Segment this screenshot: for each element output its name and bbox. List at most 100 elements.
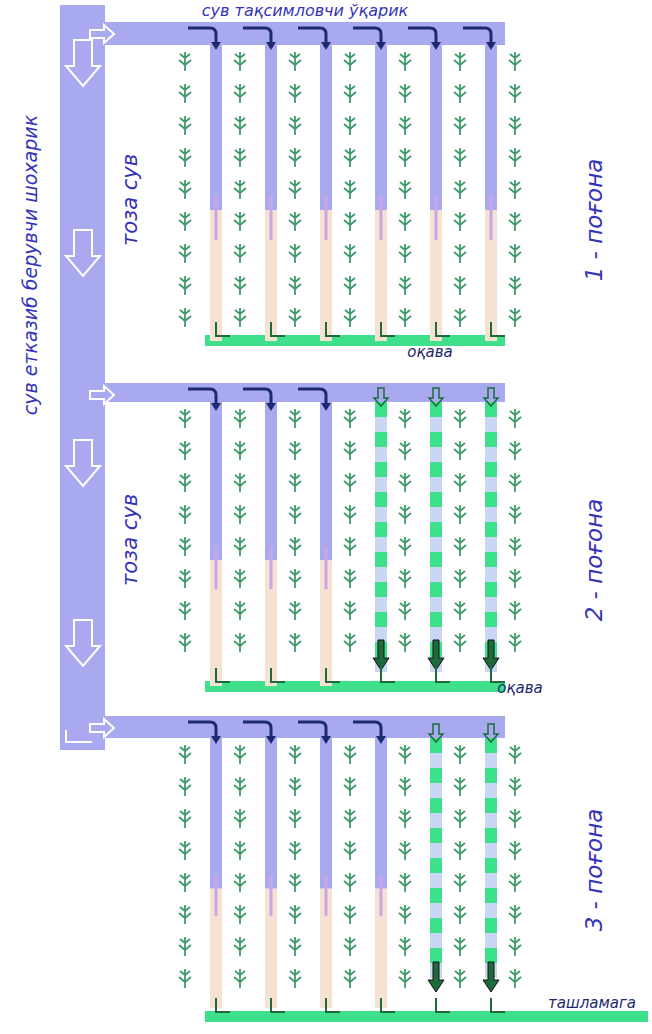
plant (289, 809, 301, 828)
flow-arrow (66, 620, 100, 666)
furrow-drainwater (485, 552, 497, 567)
plant (234, 276, 246, 295)
furrow-drainwater (375, 417, 387, 432)
plant (509, 180, 521, 199)
furrow-clean (210, 738, 222, 889)
furrow-drainwater (430, 738, 442, 753)
plant (234, 777, 246, 796)
furrow-drainwater (485, 888, 497, 903)
furrow-drainwater (430, 798, 442, 813)
furrow-drainwater (430, 477, 442, 492)
furrow-clean (485, 45, 497, 210)
furrow-clean (210, 402, 222, 560)
plant (179, 276, 191, 295)
plant (289, 505, 301, 524)
furrow-drainwater (430, 813, 442, 828)
plant (344, 473, 356, 492)
furrow-clean (265, 45, 277, 210)
furrow-drainwater (485, 492, 497, 507)
plant (344, 745, 356, 764)
plant (344, 116, 356, 135)
furrow-drainwater (485, 873, 497, 888)
plant (344, 244, 356, 263)
furrow-drainwater (430, 768, 442, 783)
plant (234, 537, 246, 556)
furrow-drainwater (485, 447, 497, 462)
outflow-arrow (381, 998, 395, 1012)
plant (454, 308, 466, 327)
plant (509, 473, 521, 492)
plant (509, 569, 521, 588)
drain-flow-arrow (483, 962, 499, 992)
plant (179, 308, 191, 327)
plant (234, 873, 246, 892)
furrow-clean (430, 45, 442, 210)
furrow-drainwater (485, 522, 497, 537)
furrow-drainwater (485, 537, 497, 552)
tier-label: 1 - поғона (582, 159, 607, 282)
plant (289, 777, 301, 796)
plant (289, 937, 301, 956)
plant (509, 537, 521, 556)
flow-arrow (66, 40, 100, 86)
plant (344, 409, 356, 428)
outflow-arrow (381, 322, 395, 336)
plant (344, 937, 356, 956)
furrow-drainwater (485, 783, 497, 798)
drain-inflow-arrow (429, 724, 443, 742)
furrow-clean (265, 402, 277, 560)
plant (289, 873, 301, 892)
flow-arrow (215, 195, 218, 240)
plant (179, 473, 191, 492)
plant (399, 841, 411, 860)
channel-label: сув тақсимловчи ўқарик (202, 2, 408, 20)
plant (509, 409, 521, 428)
plant (234, 84, 246, 103)
plant (509, 905, 521, 924)
plant (179, 409, 191, 428)
plant (179, 148, 191, 167)
furrow-clean (320, 738, 332, 889)
plant (454, 52, 466, 71)
plant (289, 537, 301, 556)
plant (179, 212, 191, 231)
flow-arrow (325, 875, 328, 916)
inflow-arrow (408, 28, 436, 44)
inflow-arrow (298, 389, 326, 405)
plant (399, 84, 411, 103)
plant (399, 308, 411, 327)
plant (179, 777, 191, 796)
inflow-head (431, 42, 441, 50)
outflow-arrow (491, 322, 505, 336)
plant (344, 212, 356, 231)
flow-arrow (66, 730, 92, 742)
furrow-drainwater (430, 522, 442, 537)
furrow-drainwater (485, 462, 497, 477)
plant (179, 601, 191, 620)
plant (234, 409, 246, 428)
plant (399, 441, 411, 460)
plant (234, 633, 246, 652)
flow-arrow (380, 195, 383, 240)
furrow-drainwater (430, 462, 442, 477)
furrow-drainwater (375, 522, 387, 537)
plant (289, 905, 301, 924)
plant (454, 116, 466, 135)
flow-arrow (215, 546, 218, 589)
plant (234, 52, 246, 71)
plant (344, 809, 356, 828)
furrow-drainwater (485, 582, 497, 597)
plant (344, 969, 356, 988)
plant (509, 873, 521, 892)
furrow-clean (375, 45, 387, 210)
inflow-head (321, 736, 331, 744)
plant (179, 633, 191, 652)
inflow-arrow (188, 28, 216, 44)
plant (399, 212, 411, 231)
drain-inflow-arrow (374, 388, 388, 406)
plant (509, 308, 521, 327)
furrow-drainwater (485, 858, 497, 873)
furrow-drainwater (430, 492, 442, 507)
plant (234, 745, 246, 764)
